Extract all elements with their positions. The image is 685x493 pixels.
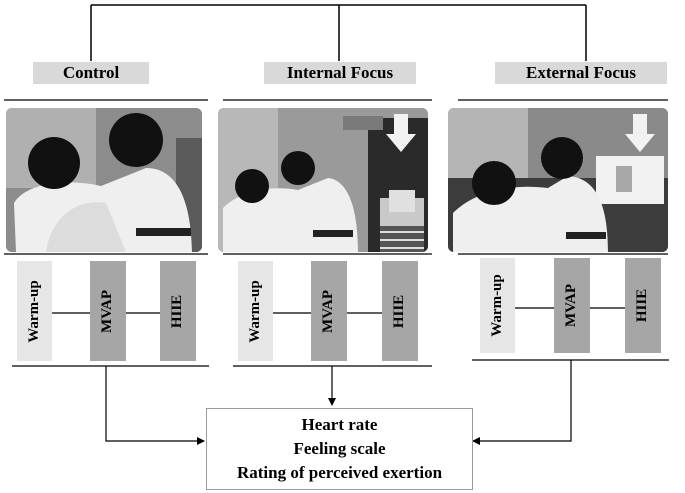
down-arrow-icon xyxy=(386,114,416,152)
outcome-measures-box: Heart rate Feeling scale Rating of perce… xyxy=(206,408,473,490)
phase-internal-mvap: MVAP xyxy=(311,261,347,361)
arrow-external-to-outcomes xyxy=(472,360,572,445)
photo-control xyxy=(6,108,202,252)
phase-internal-hiie: HIIE xyxy=(382,261,418,361)
phase-control-mvap: MVAP xyxy=(90,261,126,361)
arrow-control-to-outcomes xyxy=(105,366,205,445)
phase-external-mvap: MVAP xyxy=(554,258,590,353)
photo-internal-focus xyxy=(218,108,428,252)
photo-external-focus xyxy=(448,108,668,252)
phase-external-hiie: HIIE xyxy=(625,258,661,353)
phase-external-warm-up: Warm-up xyxy=(480,258,515,353)
header-internal-focus: Internal Focus xyxy=(264,62,416,84)
outcome-feeling-scale: Feeling scale xyxy=(293,439,386,458)
header-external-focus: External Focus xyxy=(495,62,667,84)
outcome-rpe: Rating of perceived exertion xyxy=(236,463,443,482)
down-arrow-icon xyxy=(625,114,655,152)
phase-control-warm-up: Warm-up xyxy=(17,261,52,361)
outcome-heart-rate: Heart rate xyxy=(301,415,378,434)
phase-internal-warm-up: Warm-up xyxy=(238,261,273,361)
phase-control-hiie: HIIE xyxy=(160,261,196,361)
header-control: Control xyxy=(33,62,149,84)
